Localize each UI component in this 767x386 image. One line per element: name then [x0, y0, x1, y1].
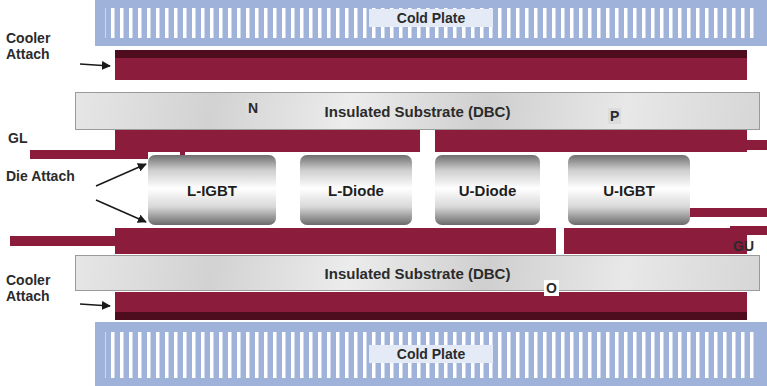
cold-plate-box: Cold Plate: [95, 0, 767, 36]
cold-plate: [95, 0, 767, 46]
part-label: GL: [8, 130, 27, 146]
substrate-band: Insulated Substrate (DBC): [75, 92, 760, 130]
leader-arrow: [96, 164, 146, 186]
leader-arrow: [80, 64, 110, 66]
copper-trace-n: [115, 130, 420, 152]
die-box: U-Diode: [435, 155, 540, 225]
part-label: Cooler Attach: [6, 272, 78, 304]
trace-gap: [556, 228, 564, 254]
copper-layer: [115, 292, 747, 312]
cold-plate: [95, 322, 767, 386]
node-text: Insulated Substrate (DBC): [325, 265, 511, 282]
part-label: Cooler Attach: [6, 30, 78, 62]
gate-lead: [30, 150, 148, 159]
node-text: Insulated Substrate (DBC): [325, 103, 511, 120]
die-box: U-IGBT: [568, 155, 690, 225]
part-label: GU: [733, 238, 754, 254]
cooling-fins: [105, 332, 755, 378]
die-box: L-Diode: [300, 155, 412, 225]
substrate-band: Insulated Substrate (DBC): [75, 255, 760, 291]
part-label: Die Attach: [6, 168, 75, 184]
cooler-attach-layer: [115, 312, 747, 320]
part-label: P: [608, 108, 621, 124]
copper-layer: [115, 58, 747, 80]
node-text: U-IGBT: [603, 182, 655, 199]
output-lead: [10, 236, 120, 246]
node-text: U-Diode: [459, 182, 517, 199]
copper-trace-o: [115, 228, 747, 254]
p-lead: [700, 140, 767, 150]
node-text: L-IGBT: [187, 182, 237, 199]
node-text: Cold Plate: [369, 345, 493, 363]
cold-plate-box: Cold Plate: [95, 336, 767, 372]
leader-arrow: [96, 200, 146, 222]
part-label: N: [246, 100, 260, 116]
cooling-fins: [105, 8, 755, 38]
node-text: L-Diode: [328, 182, 384, 199]
leader-arrow: [80, 304, 110, 306]
die-box: L-IGBT: [148, 155, 276, 225]
gate-lead: [690, 208, 767, 217]
cooler-attach-layer: [115, 50, 747, 58]
part-label: O: [544, 280, 559, 296]
node-text: Cold Plate: [369, 9, 493, 27]
